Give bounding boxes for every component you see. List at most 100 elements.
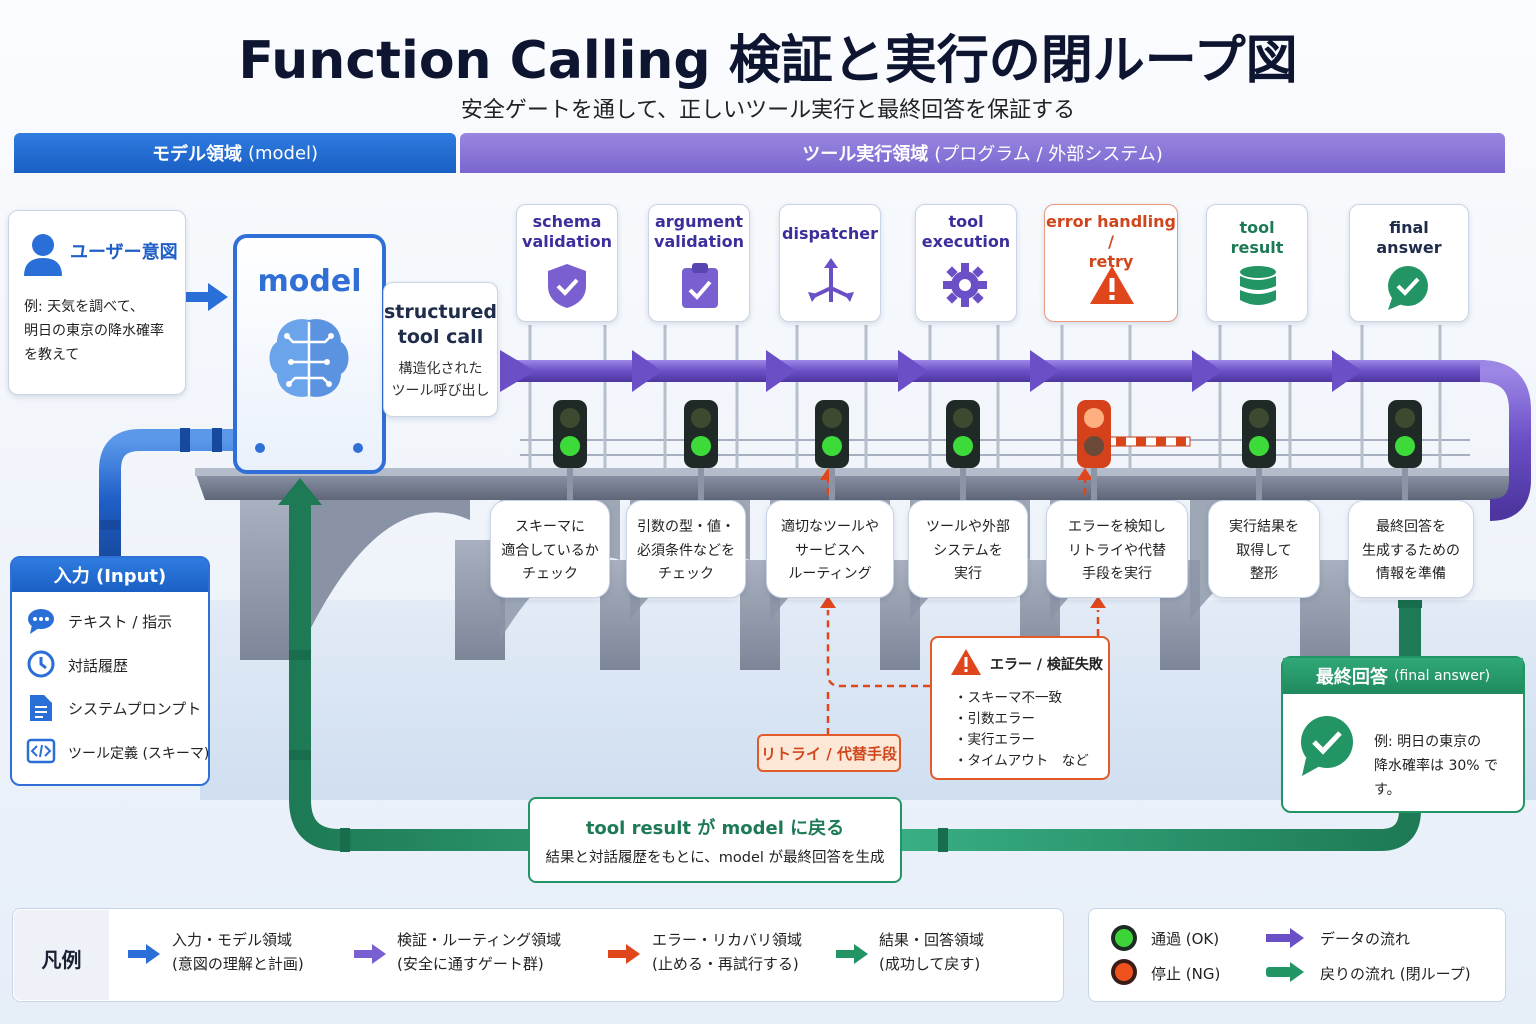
return-flow-arrow-icon xyxy=(1266,962,1304,982)
brain-circuit-icon xyxy=(269,319,349,397)
legend-item-label: 結果・回答領域 xyxy=(879,931,985,949)
structured-tool-call-title: structured tool call xyxy=(383,300,498,350)
final-answer-subtitle: (final answer) xyxy=(1393,668,1491,684)
desc-card xyxy=(490,500,610,598)
desc-card xyxy=(908,500,1028,598)
final-example-line: 例: 明日の東京の xyxy=(1374,734,1482,750)
input-item-tool-definition: ツール定義 (スキーマ) xyxy=(68,746,210,762)
chat-check-icon xyxy=(1301,716,1353,776)
status-ok-label: 通過 (OK) xyxy=(1151,930,1220,948)
red-light-icon xyxy=(1111,959,1137,985)
structured-title-line: tool call xyxy=(397,326,484,348)
input-item-system-prompt: システムプロンプト xyxy=(68,700,202,718)
legend-item-label: 入力・モデル領域 xyxy=(172,931,293,949)
traffic-light-1 xyxy=(684,400,718,502)
warning-icon xyxy=(951,649,981,675)
page-title: Function Calling 検証と実行の閉ループ図 xyxy=(238,31,1298,91)
structured-tool-call-sub: 構造化された ツール呼び出し xyxy=(383,358,498,402)
tool-region-band: ツール実行領域(プログラム / 外部システム) xyxy=(460,133,1505,173)
legend-arrow-blue xyxy=(128,944,160,964)
return-card xyxy=(528,797,902,883)
user-example-line: 例: 天気を調べて、 xyxy=(24,299,144,315)
structured-title-line: structured xyxy=(383,301,498,323)
desc-card xyxy=(1046,500,1188,598)
database-icon xyxy=(1240,266,1276,305)
legend-item-sub: (成功して戻す) xyxy=(879,955,981,973)
input-card xyxy=(10,556,210,786)
traffic-light-2 xyxy=(815,400,849,502)
legend-title-bg xyxy=(14,910,109,1000)
gear-icon xyxy=(943,263,987,307)
warning-icon xyxy=(1090,266,1134,304)
structured-sub-line: ツール呼び出し xyxy=(391,383,490,399)
legend-item-label: エラー・リカバリ領域 xyxy=(652,931,803,949)
legend-item-label: 検証・ルーティング領域 xyxy=(397,931,562,949)
error-item: ・実行エラー xyxy=(954,732,1035,748)
chat-bubble-icon xyxy=(28,609,54,634)
error-item: ・スキーマ不一致 xyxy=(954,690,1062,706)
desc-card xyxy=(766,500,894,598)
input-item-history: 対話履歴 xyxy=(68,657,129,675)
data-flow-arrow-icon xyxy=(1266,928,1304,948)
model-region-sub: (model) xyxy=(247,142,319,164)
status-flow-label: データの流れ xyxy=(1320,930,1411,948)
code-icon xyxy=(26,738,56,764)
chat-check-icon xyxy=(1388,266,1428,310)
status-return-label: 戻りの流れ (閉ループ) xyxy=(1320,965,1471,983)
input-title: 入力 (Input) xyxy=(12,558,208,592)
page-subtitle: 安全ゲートを通して、正しいツール実行と最終回答を保証する xyxy=(460,98,1076,123)
desc-argument: 引数の型・値・必須条件などをチェック xyxy=(637,519,735,582)
user-example-line: 明日の東京の降水確率 xyxy=(24,323,164,339)
final-answer-title: 最終回答 xyxy=(1315,667,1388,688)
traffic-light-3 xyxy=(946,400,980,502)
model-card-bolts xyxy=(255,443,363,453)
user-icon xyxy=(24,234,62,276)
model-label: model xyxy=(257,264,362,299)
gate-card-final-answer xyxy=(1349,204,1469,322)
structured-tool-call-card xyxy=(383,282,498,417)
model-region-label: モデル領域 xyxy=(151,144,242,165)
legend-arrow-red xyxy=(608,944,640,964)
gate-label-error-handling: error handling /retry xyxy=(1046,212,1176,271)
user-example-line: を教えて xyxy=(24,347,80,363)
model-region-band: モデル領域(model) xyxy=(14,133,456,173)
shield-check-icon xyxy=(548,264,586,308)
legend-arrow-green xyxy=(836,944,868,964)
desc-schema: スキーマに適合しているかチェック xyxy=(501,519,599,582)
document-icon xyxy=(30,695,52,721)
legend-arrow-purple xyxy=(354,944,386,964)
input-item-text: テキスト / 指示 xyxy=(68,613,173,631)
clock-icon xyxy=(27,650,55,678)
status-legend-card xyxy=(1088,908,1506,1002)
error-item: ・タイムアウト など xyxy=(954,753,1089,769)
legend-item-sub: (意図の理解と計画) xyxy=(172,955,304,973)
desc-card xyxy=(626,500,746,598)
traffic-light-5 xyxy=(1242,400,1276,502)
green-light-icon xyxy=(1111,925,1137,951)
return-subtitle: 結果と対話履歴をもとに、model が最終回答を生成 xyxy=(545,850,885,866)
legend-title: 凡例 xyxy=(41,948,82,972)
desc-execution: ツールや外部システムを実行 xyxy=(926,519,1010,582)
final-answer-header: 最終回答 (final answer) xyxy=(1283,658,1523,694)
desc-card xyxy=(1348,500,1474,598)
return-title: tool result が model に戻る xyxy=(585,818,845,839)
gate-label-dispatcher: dispatcher xyxy=(782,224,878,243)
desc-card xyxy=(1208,500,1320,598)
legend-item-sub: (止める・再試行する) xyxy=(652,955,799,973)
status-ng-label: 停止 (NG) xyxy=(1151,965,1221,983)
legend-card xyxy=(12,908,1064,1002)
desc-final: 最終回答を生成するための情報を準備 xyxy=(1362,519,1460,582)
final-answer-example: 例: 明日の東京の 降水確率は 30% です。 xyxy=(1374,730,1524,802)
tool-region-label: ツール実行領域 xyxy=(802,144,929,165)
error-title: エラー / 検証失敗 xyxy=(990,657,1103,673)
clipboard-check-icon xyxy=(682,263,718,308)
desc-error: エラーを検知しリトライや代替手段を実行 xyxy=(1068,519,1166,582)
error-item: ・引数エラー xyxy=(954,711,1035,727)
traffic-light-6 xyxy=(1388,400,1422,502)
retry-label: リトライ / 代替手段 xyxy=(757,734,901,772)
